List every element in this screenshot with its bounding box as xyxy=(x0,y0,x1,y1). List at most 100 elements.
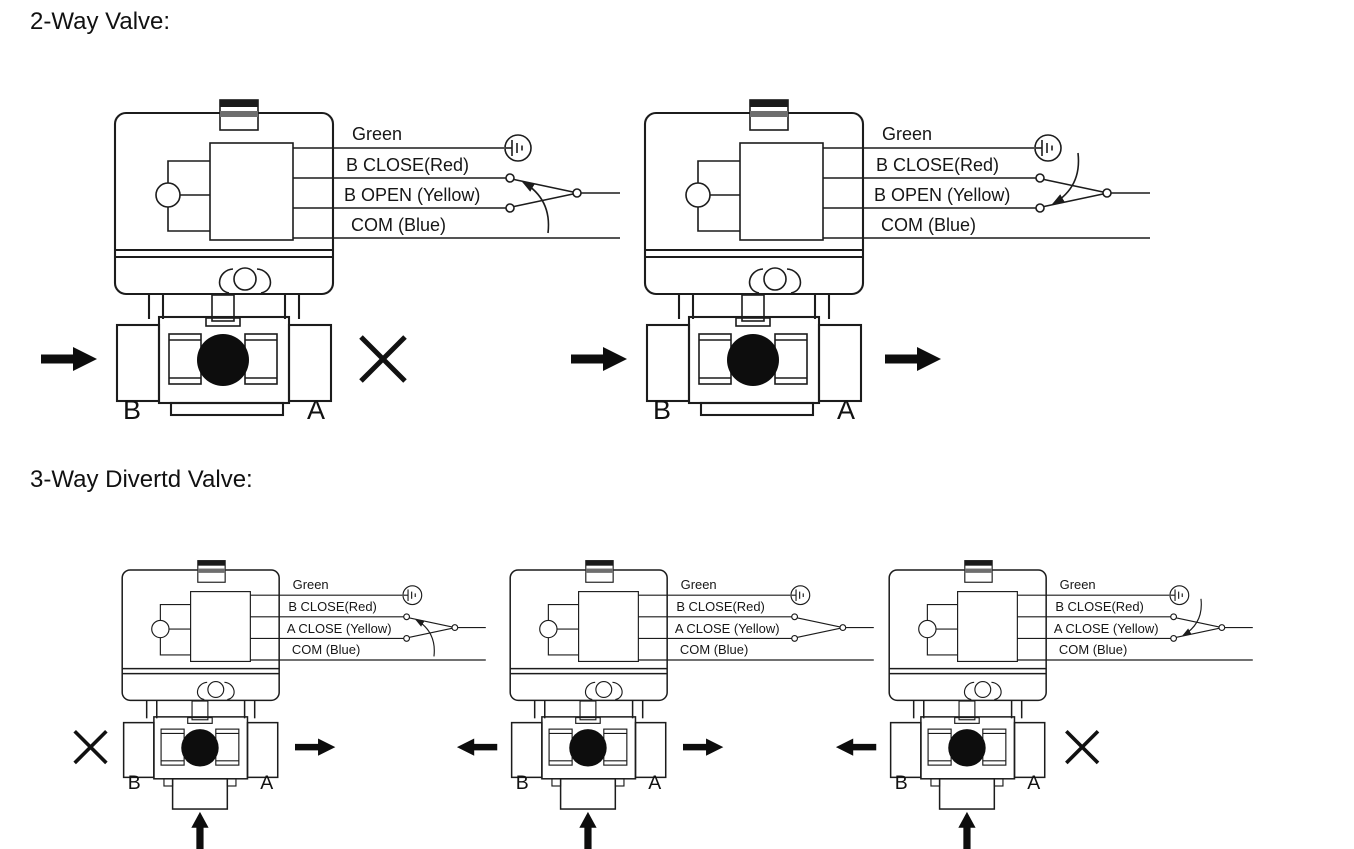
wire-label-3: COM (Blue) xyxy=(291,642,361,658)
actuator-housing xyxy=(643,99,865,296)
3-way-a-closed-flow-to-b-drawing xyxy=(835,560,1253,849)
wire-label-2: A CLOSE (Yellow) xyxy=(1053,620,1159,636)
limit-switch xyxy=(1035,152,1150,213)
manual-override-knob xyxy=(218,267,272,294)
wire-label-2: A CLOSE (Yellow) xyxy=(286,620,392,636)
earth-ground-icon xyxy=(1034,134,1062,162)
wire-label-0: Green xyxy=(1059,576,1096,592)
port-label-left: B xyxy=(123,395,142,425)
wire-label-3: COM (Blue) xyxy=(1058,642,1128,658)
outflow-arrow-left xyxy=(835,738,877,756)
blocked-x-mark-left xyxy=(73,730,108,765)
3-way-both-outlets-open-drawing xyxy=(456,560,874,849)
valve-body xyxy=(645,294,863,405)
terminal-block xyxy=(209,142,294,241)
limit-switch xyxy=(505,173,620,234)
bottom-inlet-port xyxy=(163,778,237,810)
top-connector xyxy=(197,560,226,583)
port-label-right: A xyxy=(260,772,274,795)
wire-label-1: B CLOSE(Red) xyxy=(346,155,470,175)
wire-label-2: B OPEN (Yellow) xyxy=(874,185,1011,205)
switch-lever xyxy=(1181,598,1202,637)
bottom-flange xyxy=(699,401,815,417)
wire-label-0: Green xyxy=(680,576,717,592)
ball xyxy=(181,729,219,767)
motor-symbol xyxy=(917,603,958,656)
2-way-valve-closed-diagram: Green B CLOSE(Red) B OPEN (Yellow) COM (Blu… xyxy=(41,99,635,523)
switch-lever xyxy=(414,619,435,657)
switch-lever xyxy=(521,181,550,234)
bottom-flange xyxy=(169,401,285,417)
earth-ground-icon xyxy=(402,585,423,606)
section-title-2-way: 2-Way Valve: xyxy=(30,8,171,35)
manual-override-knob xyxy=(748,267,802,294)
limit-switch xyxy=(402,613,486,657)
motor-symbol xyxy=(685,160,740,232)
terminal-block xyxy=(189,591,251,663)
2-way-valve-closed-drawing xyxy=(41,99,620,417)
motor-symbol xyxy=(150,603,191,656)
ball xyxy=(569,729,607,767)
wire-label-2: B OPEN (Yellow) xyxy=(344,185,481,205)
2-way-valve-open-b-to-a-drawing xyxy=(571,99,1150,417)
ball xyxy=(197,334,249,386)
port-label-right: A xyxy=(307,395,326,425)
manual-override-knob xyxy=(196,681,235,701)
ball xyxy=(727,334,779,386)
blocked-x-mark-right xyxy=(359,335,407,383)
wire-label-1: B CLOSE(Red) xyxy=(1055,598,1144,614)
inflow-arrow-bottom xyxy=(958,811,976,849)
top-connector xyxy=(749,99,789,131)
wire-label-0: Green xyxy=(882,124,933,144)
outflow-arrow-right xyxy=(885,347,941,371)
wire-label-1: B CLOSE(Red) xyxy=(876,155,1000,175)
motor-symbol xyxy=(155,160,210,232)
earth-ground-icon xyxy=(504,134,532,162)
wires xyxy=(638,594,874,661)
port-label-right: A xyxy=(837,395,856,425)
outflow-arrow-right xyxy=(294,738,336,756)
terminal-block xyxy=(956,591,1018,663)
top-connector xyxy=(219,99,259,131)
port-label-left: B xyxy=(653,395,672,425)
actuator-housing xyxy=(121,560,280,702)
wires xyxy=(293,147,620,239)
actuator-housing xyxy=(113,99,335,296)
motor-symbol xyxy=(538,603,579,656)
wire-label-2: A CLOSE (Yellow) xyxy=(674,620,780,636)
wire-label-0: Green xyxy=(352,124,403,144)
3-way-b-closed-flow-to-a-drawing xyxy=(73,560,486,849)
wires xyxy=(1017,594,1253,661)
limit-switch xyxy=(790,613,874,642)
wire-label-3: COM (Blue) xyxy=(351,215,447,235)
wire-label-1: B CLOSE(Red) xyxy=(676,598,765,614)
inflow-arrow-bottom xyxy=(579,811,597,849)
port-label-left: B xyxy=(515,772,529,795)
actuator-housing xyxy=(888,560,1047,702)
port-label-left: B xyxy=(894,772,908,795)
outflow-arrow-right xyxy=(682,738,724,756)
limit-switch xyxy=(1169,598,1253,642)
blocked-x-mark-right xyxy=(1064,730,1100,765)
bottom-inlet-port xyxy=(930,778,1004,810)
wire-label-1: B CLOSE(Red) xyxy=(288,598,377,614)
section-title-3-way: 3-Way Divertd Valve: xyxy=(30,466,253,493)
wire-label-3: COM (Blue) xyxy=(881,215,977,235)
ball xyxy=(948,729,986,767)
3-way-a-closed-flow-to-b-diagram: Green B CLOSE(Red) A CLOSE (Yellow) COM (Bl… xyxy=(835,560,1263,849)
inflow-arrow-left xyxy=(41,347,97,371)
switch-lever xyxy=(1051,152,1080,205)
terminal-block xyxy=(577,591,639,663)
earth-ground-icon xyxy=(790,585,811,606)
top-connector xyxy=(585,560,614,583)
port-label-left: B xyxy=(127,772,141,795)
inflow-arrow-bottom xyxy=(191,811,209,849)
wires xyxy=(823,147,1150,239)
2-way-valve-open-b-to-a-diagram: Green B CLOSE(Red) B OPEN (Yellow) COM (Blu… xyxy=(571,99,1165,523)
manual-override-knob xyxy=(584,681,623,701)
outflow-arrow-left xyxy=(456,738,498,756)
top-connector xyxy=(964,560,993,583)
bottom-inlet-port xyxy=(551,778,625,810)
